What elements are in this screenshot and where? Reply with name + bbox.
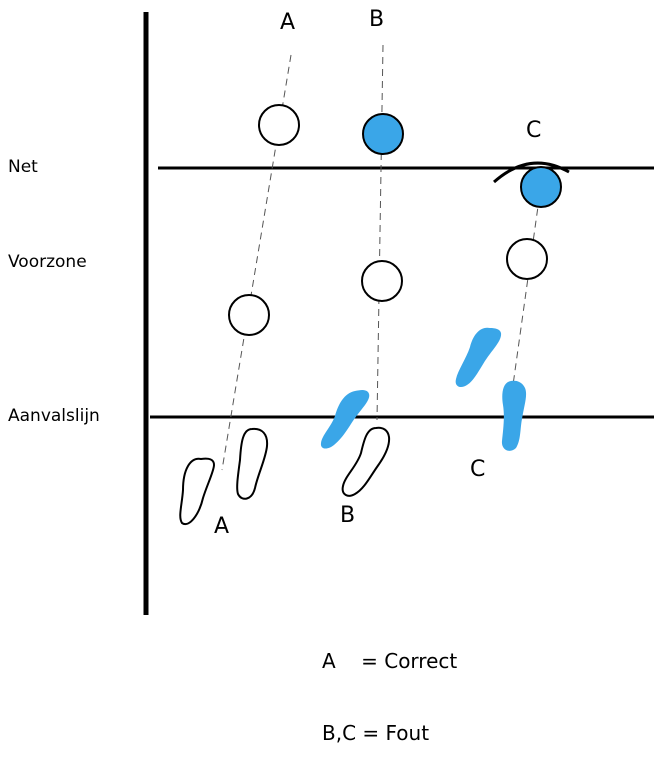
- trajectory-a: [221, 54, 292, 471]
- footprint-b-blue: [320, 390, 370, 449]
- trajectory-c: [512, 184, 542, 386]
- footprint-a-left: [179, 457, 216, 526]
- voorzone-label: Voorzone: [8, 252, 87, 272]
- ball-b-low: [361, 260, 403, 302]
- net-label: Net: [8, 157, 38, 177]
- trajectory-b: [376, 44, 384, 421]
- legend-line-correct: A = Correct: [322, 649, 458, 673]
- footprint-b-outline: [341, 426, 391, 497]
- footprint-c-lower-blue: [501, 380, 527, 451]
- label-c-top: C: [526, 118, 542, 143]
- legend-line-fout: B,C = Fout: [322, 721, 430, 745]
- footprint-c-upper-blue: [455, 327, 502, 387]
- footprint-a-right: [236, 427, 269, 500]
- label-a-top: A: [280, 10, 296, 35]
- ball-a-low: [228, 294, 270, 336]
- ball-b-high: [362, 113, 404, 155]
- label-b-bottom: B: [340, 503, 356, 528]
- ball-a-high: [258, 104, 300, 146]
- ball-c-net: [520, 166, 562, 208]
- aanvalslijn-label: Aanvalslijn: [8, 406, 100, 426]
- label-a-bottom: A: [214, 514, 230, 539]
- label-b-top: B: [369, 7, 385, 32]
- ball-c-low: [506, 238, 548, 280]
- legend: A = Correct B,C = Fout: [322, 601, 457, 769]
- net-contact-arc: [493, 161, 570, 184]
- label-c-bottom: C: [470, 457, 486, 482]
